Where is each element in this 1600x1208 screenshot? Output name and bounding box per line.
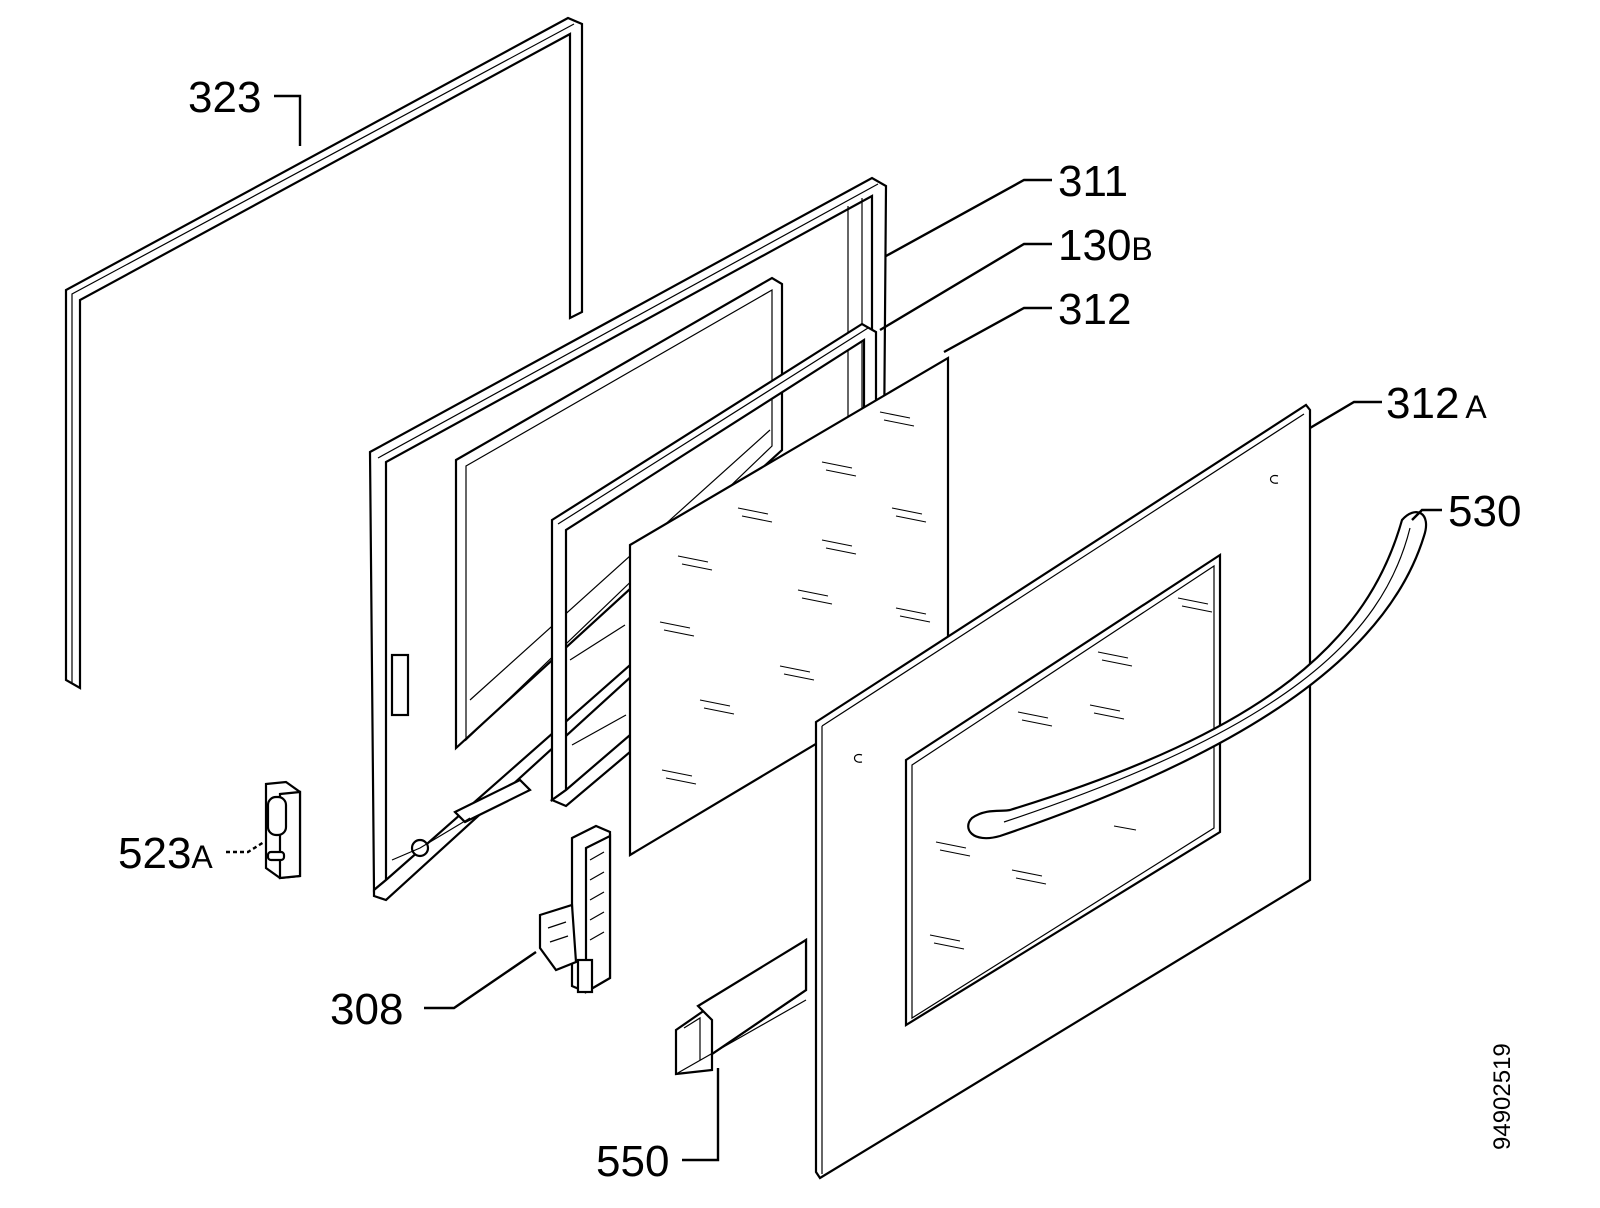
label-308: 308 bbox=[330, 985, 403, 1034]
label-523a: 523A bbox=[118, 829, 213, 878]
part-530-door-handle bbox=[967, 511, 1427, 840]
label-530: 530 bbox=[1448, 487, 1521, 536]
part-523a-hinge-bracket bbox=[264, 780, 302, 880]
label-550: 550 bbox=[596, 1137, 669, 1186]
window-reflection-marks bbox=[929, 597, 1213, 950]
part-550-bottom-trim bbox=[674, 937, 808, 1076]
drawing-code: 94902519 bbox=[1489, 1043, 1516, 1150]
label-130b-number: 130 bbox=[1058, 221, 1131, 270]
part-312a-outer-glass-panel bbox=[739, 403, 1312, 1180]
label-523a-number: 523 bbox=[118, 829, 191, 878]
label-130b: 130B bbox=[1058, 221, 1153, 270]
part-308-door-hinge bbox=[538, 824, 612, 994]
label-130b-suffix: B bbox=[1131, 231, 1152, 267]
glass-reflection-marks bbox=[659, 411, 931, 785]
label-312: 312 bbox=[1058, 285, 1131, 334]
label-312a-suffix: A bbox=[1465, 389, 1487, 425]
leader-lines bbox=[226, 94, 1442, 1162]
label-323: 323 bbox=[188, 73, 261, 122]
part-323-door-seal bbox=[64, 16, 584, 690]
label-311: 311 bbox=[1058, 157, 1128, 206]
label-312a-number: 312 bbox=[1386, 379, 1459, 428]
label-523a-suffix: A bbox=[191, 839, 213, 875]
